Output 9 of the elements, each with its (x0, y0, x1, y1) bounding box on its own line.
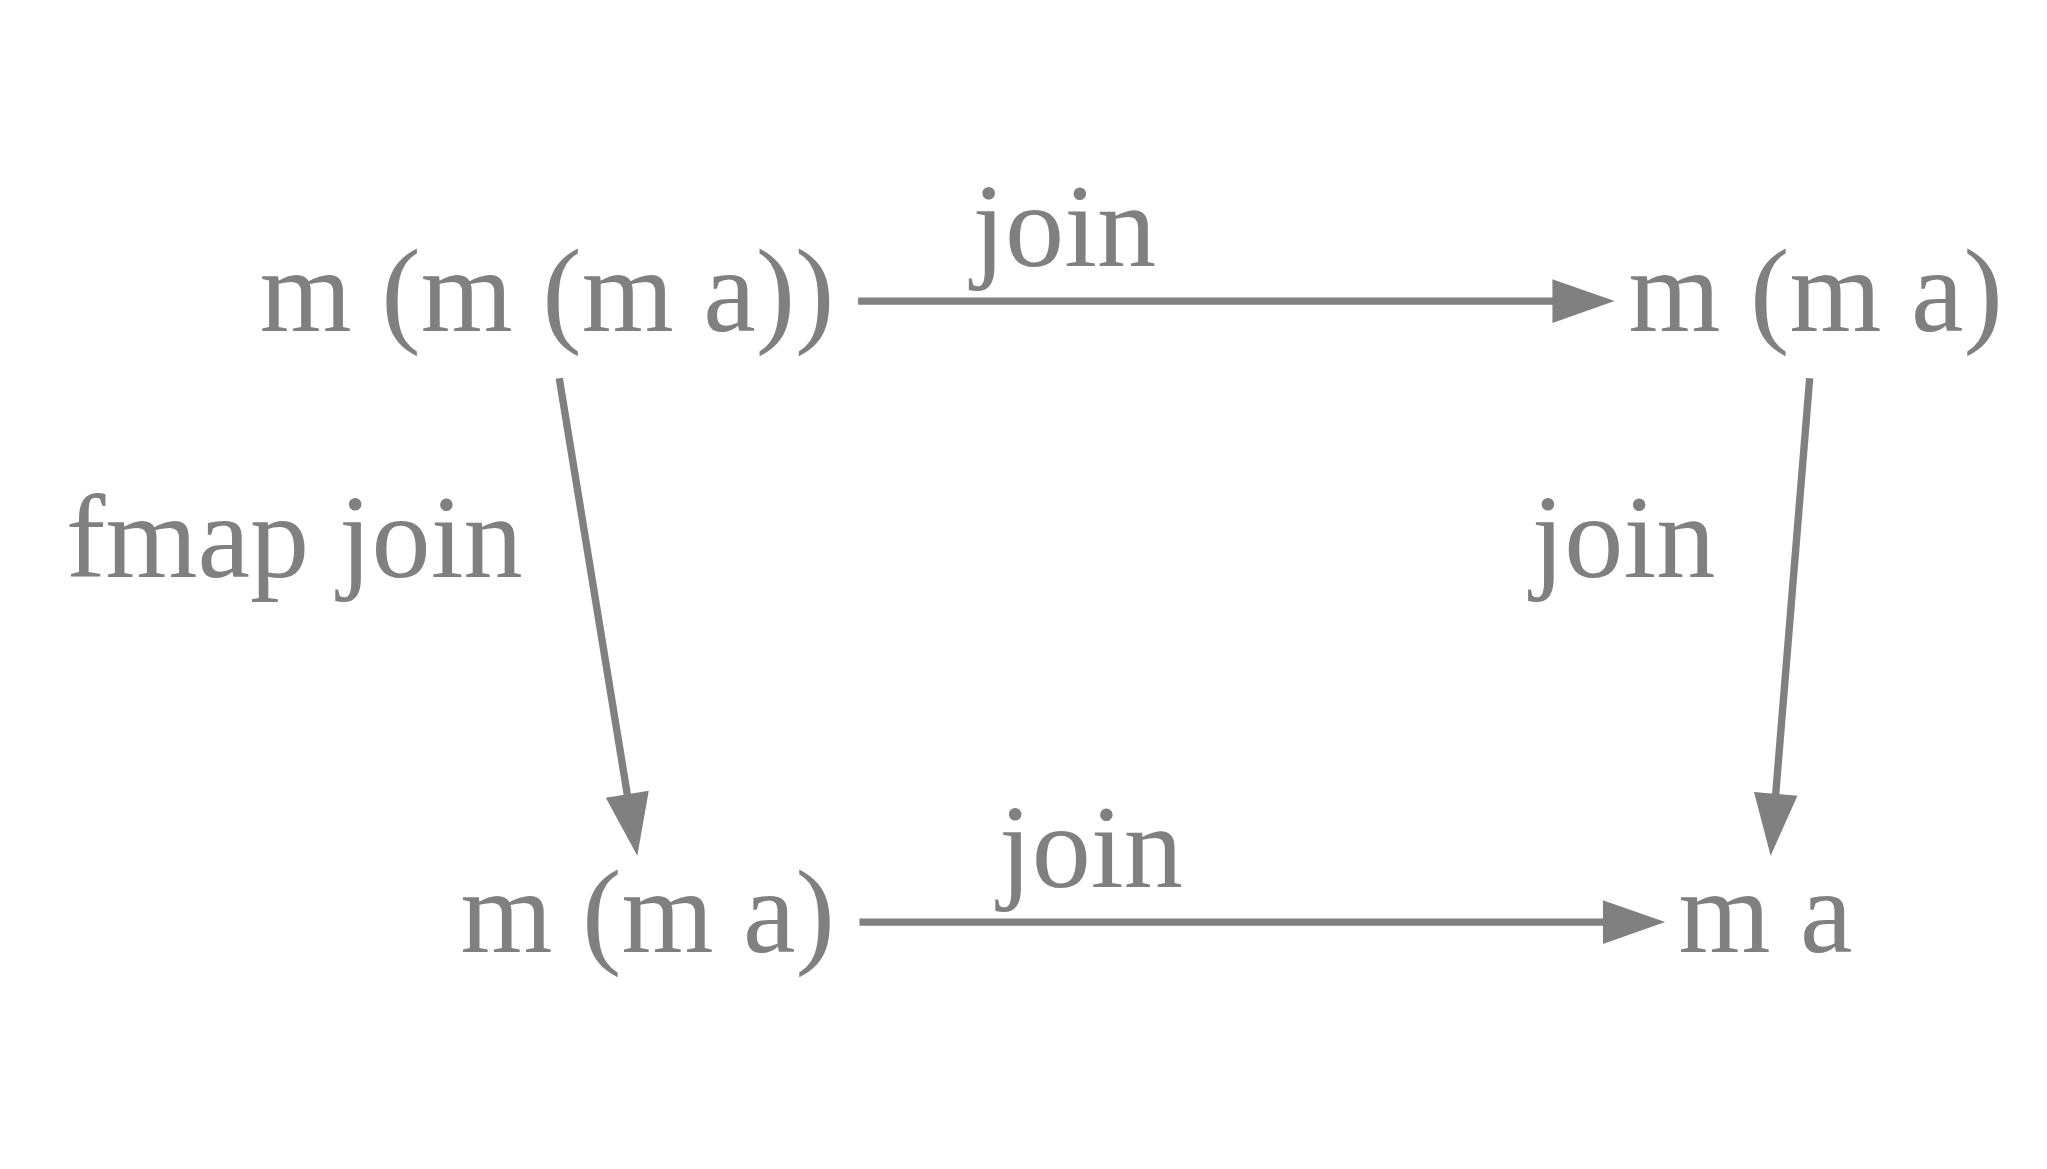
arrow (555, 377, 649, 856)
edge-label: join (1530, 471, 1715, 603)
node-text: m a (1677, 846, 1852, 978)
node-text: m (m (m a)) (259, 225, 834, 357)
node-text: m (m a) (459, 846, 835, 978)
node-text: m (m a) (1628, 225, 2003, 357)
arrow (1753, 377, 1813, 856)
arrow (858, 899, 1665, 944)
edge-label: fmap join (65, 471, 523, 603)
